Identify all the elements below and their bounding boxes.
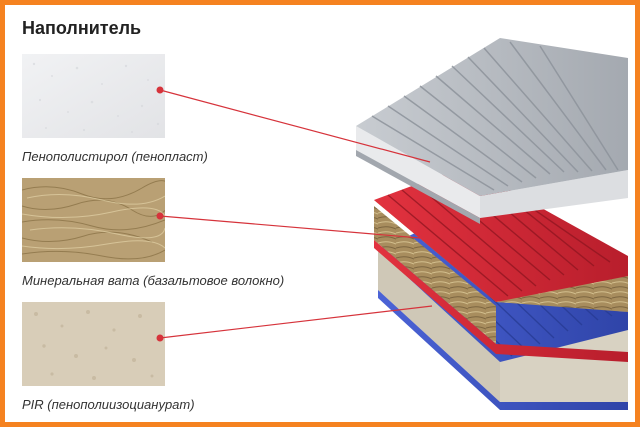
polystyrene-texture bbox=[22, 54, 165, 138]
swatch-mineral-wool bbox=[22, 178, 165, 262]
leader-mineral-wool bbox=[156, 212, 421, 239]
swatch-polystyrene bbox=[22, 54, 165, 138]
leader-pir bbox=[156, 305, 433, 342]
panel-polystyrene-grey bbox=[356, 38, 628, 224]
label-pir: PIR (пенополиизоцианурат) bbox=[22, 397, 195, 412]
leader-polystyrene bbox=[156, 86, 431, 163]
label-mineral-wool: Минеральная вата (базальтовое волокно) bbox=[22, 273, 285, 288]
pir-texture bbox=[22, 302, 165, 386]
swatch-pir bbox=[22, 302, 165, 386]
page-title: Наполнитель bbox=[22, 18, 142, 38]
mineral-wool-texture bbox=[22, 178, 165, 262]
label-polystyrene: Пенополистирол (пенопласт) bbox=[22, 149, 208, 164]
